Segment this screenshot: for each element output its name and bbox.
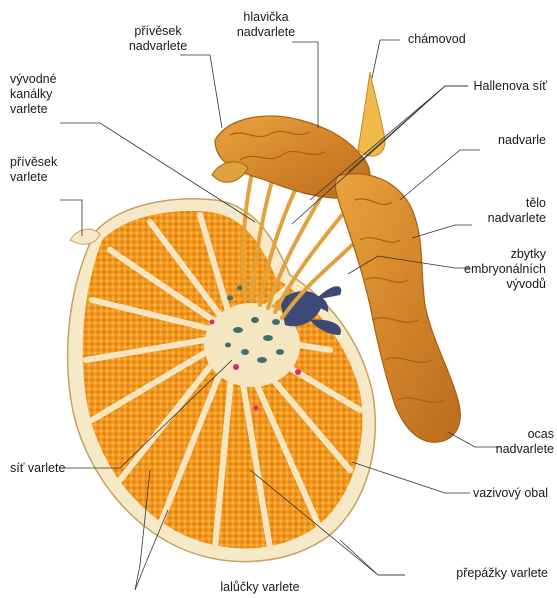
label-vyvodne-kanalky: vývodné kanálky varlete xyxy=(10,72,100,117)
label-privesek-nadvarlete: přívěsek nadvarlete xyxy=(118,24,198,54)
label-lalucky-varlete: lalůčky varlete xyxy=(195,580,325,595)
label-hlavicka-nadvarlete: hlavička nadvarlete xyxy=(222,10,310,40)
label-ocas-nadvarlete: ocas nadvarlete xyxy=(470,427,554,457)
label-privesek-varlete: přívěsek varlete xyxy=(10,155,100,185)
label-prepazky-varlete: přepážky varlete xyxy=(410,566,548,581)
label-hallenova-sit: Hallenova síť xyxy=(445,79,547,94)
label-zbytky: zbytky embryonálních vývodů xyxy=(440,247,546,292)
label-telo-nadvarlete: tělo nadvarlete xyxy=(460,196,546,226)
label-vazivovy-obal: vazivový obal xyxy=(440,486,548,501)
label-chamovod: chámovod xyxy=(408,32,498,47)
label-nadvarle: nadvarle xyxy=(470,133,546,148)
label-sit-varlete: síť varlete xyxy=(10,461,110,476)
